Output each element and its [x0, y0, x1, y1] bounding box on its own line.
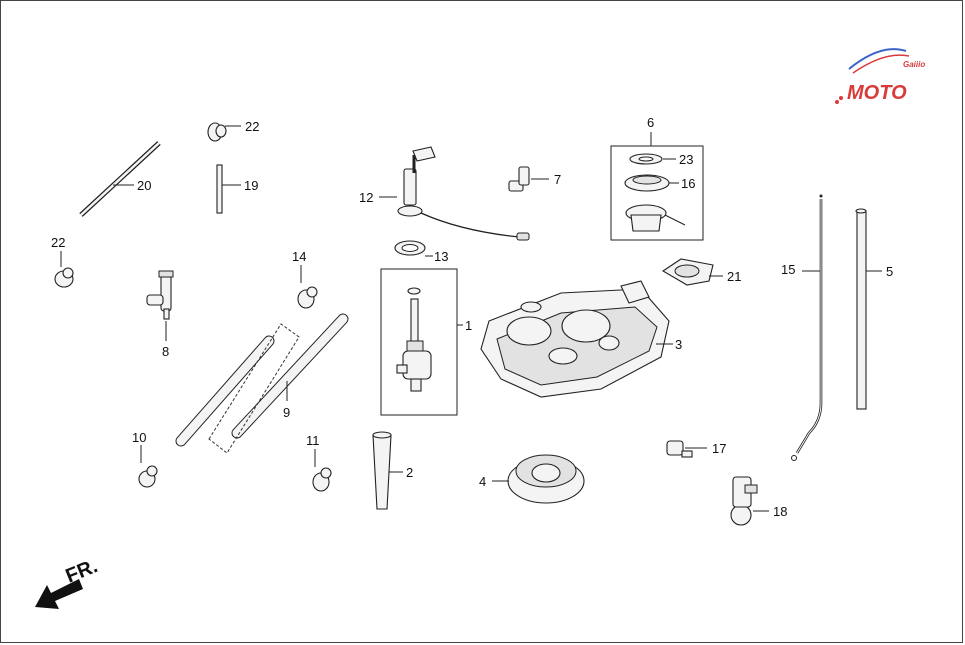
part-18-clamp [730, 476, 769, 526]
callout-1: 1 [465, 318, 472, 333]
callout-19: 19 [244, 178, 258, 193]
part-14-clip [297, 265, 318, 309]
part-9-hoses [175, 313, 349, 454]
callout-labels: 1 2 3 4 5 6 7 8 9 10 11 12 13 14 15 16 1… [51, 115, 893, 519]
callout-17: 17 [712, 441, 726, 456]
callout-20: 20 [137, 178, 151, 193]
part-1-fuel-valve [396, 287, 463, 392]
callout-12: 12 [359, 190, 373, 205]
part-6-box [610, 145, 704, 241]
part-4-tank-cover [492, 454, 585, 504]
part-20-rod [79, 141, 161, 217]
callout-6: 6 [647, 115, 654, 130]
part-19-tube [216, 164, 241, 214]
part-12-fuel-sensor [379, 146, 530, 241]
callout-4: 4 [479, 474, 486, 489]
callout-3: 3 [675, 337, 682, 352]
part-5-long-tube [855, 208, 882, 410]
callout-18: 18 [773, 504, 787, 519]
part-16-cap [624, 174, 679, 192]
part-1-box [380, 268, 458, 416]
part-13-gasket [394, 240, 433, 257]
callout-7: 7 [554, 172, 561, 187]
callout-14: 14 [292, 249, 306, 264]
callout-21: 21 [727, 269, 741, 284]
part-22-clip-top [207, 122, 241, 142]
part-21-plate [661, 258, 723, 286]
part-2-tapered-tube [372, 431, 403, 510]
callout-23: 23 [679, 152, 693, 167]
arrow-down-left-icon [35, 579, 83, 609]
callout-5: 5 [886, 264, 893, 279]
watermark-sub: Gaiiio [903, 60, 925, 69]
callout-2: 2 [406, 465, 413, 480]
part-15-cable [791, 194, 823, 461]
callout-22-left: 22 [51, 235, 65, 250]
callout-16: 16 [681, 176, 695, 191]
part-6-cap-assembly [625, 204, 686, 232]
part-7-elbow-joint [508, 166, 549, 192]
part-17-valve [666, 440, 707, 458]
callout-9: 9 [283, 405, 290, 420]
part-23-ring [629, 153, 676, 165]
callout-22-top: 22 [245, 119, 259, 134]
watermark-brand: MOTO [847, 82, 907, 104]
part-11-clip [312, 449, 332, 492]
callout-8: 8 [162, 344, 169, 359]
part-10-clip [138, 445, 158, 488]
callout-11: 11 [306, 433, 320, 448]
part-22-clip-left [54, 251, 74, 288]
diagram-sheet [34, 69, 922, 547]
callout-10: 10 [132, 430, 146, 445]
front-direction-indicator: FR. [21, 541, 123, 619]
part-3-fuel-tank [480, 280, 673, 398]
part-8-y-joint [146, 270, 174, 341]
callout-13: 13 [434, 249, 448, 264]
moto-watermark-logo: MOTO Gaiiio [835, 48, 925, 104]
callout-15: 15 [781, 262, 795, 277]
